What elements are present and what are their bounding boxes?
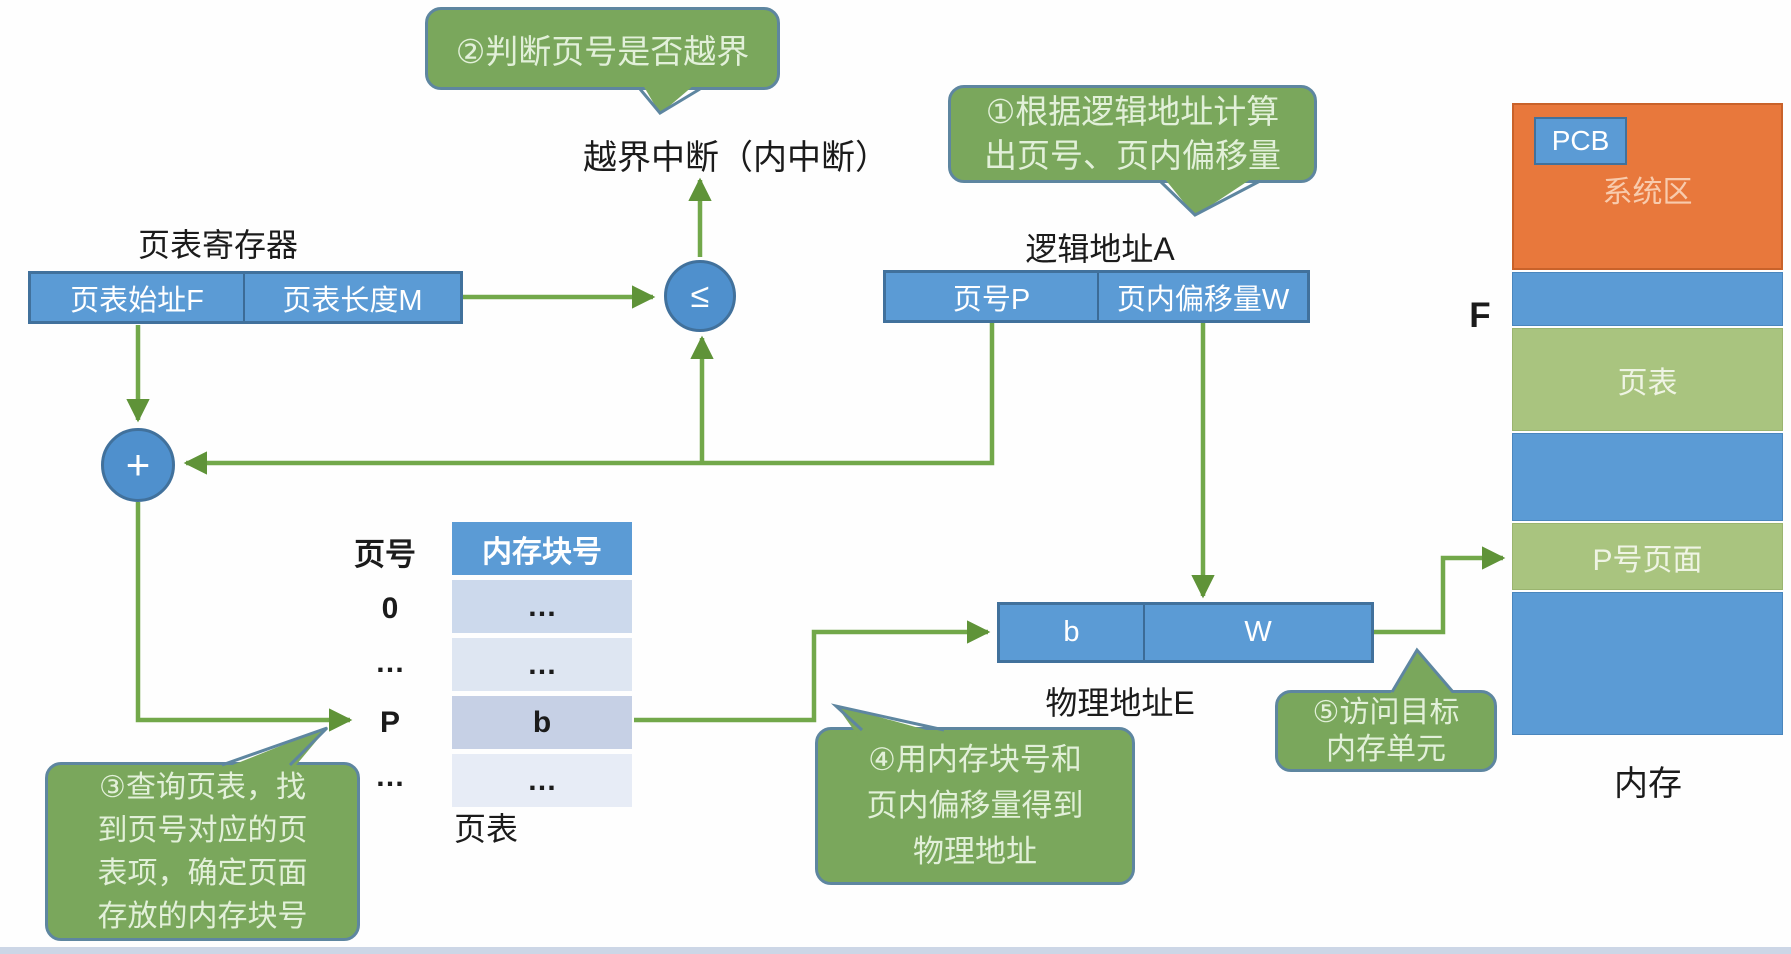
bottom-strip [0, 947, 1791, 954]
logical-address-box: 页号P 页内偏移量W [883, 270, 1310, 323]
callout-step3-line1: ③查询页表，找 [99, 770, 306, 804]
callout-step5-line1: ⑤访问目标 [1312, 696, 1460, 729]
page-table-block-cell: … [452, 580, 632, 633]
memory-block [1512, 592, 1783, 735]
callout-step4-line2: 页内偏移量得到 [866, 788, 1084, 823]
system-area-label: 系统区 [1602, 176, 1693, 209]
page-table-col-header: 内存块号 [452, 522, 632, 575]
comparator-circle: ≤ [664, 260, 736, 332]
callout-step5: ⑤访问目标 内存单元 [1275, 690, 1497, 772]
callout-step4-line3: 物理地址 [913, 834, 1037, 869]
page-table-start-cell: 页表始址F [70, 284, 204, 317]
memory-page-frame-block: P号页面 [1512, 523, 1783, 590]
callout-step4-line1: ④用内存块号和 [868, 742, 1082, 777]
callout-step1: ①根据逻辑地址计算 出页号、页内偏移量 [948, 85, 1317, 183]
logical-page-cell: 页号P [952, 283, 1031, 316]
adder-circle: + [101, 428, 175, 502]
pcb-box: PCB [1534, 117, 1627, 165]
page-number-dots: … [375, 760, 405, 793]
memory-block [1512, 433, 1783, 521]
page-table-register-title: 页表寄存器 [137, 227, 298, 263]
page-table-block-cell: b [452, 696, 632, 749]
physical-offset-cell: W [1143, 605, 1371, 660]
memory-system-area: PCB 系统区 [1512, 103, 1783, 270]
callout-step1-line2: 出页号、页内偏移量 [984, 137, 1281, 174]
callout-step3-line2: 到页号对应的页 [97, 813, 308, 847]
callout-step1-line1: ①根据逻辑地址计算 [985, 93, 1280, 130]
callout-step2-text: ②判断页号是否越界 [455, 32, 750, 70]
page-table: 内存块号 … … b … [452, 522, 632, 807]
interrupt-label: 越界中断（内中断） [583, 139, 889, 177]
f-marker-label: F [1469, 296, 1491, 335]
page-number-dots: … [375, 646, 405, 679]
callout-step3-line3: 表项，确定页面 [97, 856, 308, 890]
callout-step2: ②判断页号是否越界 [425, 7, 780, 90]
page-table-register-box: 页表始址F 页表长度M [28, 271, 463, 324]
physical-block-cell: b [1063, 616, 1080, 648]
page-table-length-cell: 页表长度M [243, 274, 460, 321]
logical-address-title: 逻辑地址A [1025, 231, 1175, 267]
memory-caption: 内存 [1614, 765, 1682, 803]
callout-step3: ③查询页表，找 到页号对应的页 表项，确定页面 存放的内存块号 [45, 762, 360, 941]
adder-symbol: + [125, 441, 151, 488]
memory-page-table-block: 页表 [1512, 328, 1783, 431]
comparator-symbol: ≤ [690, 276, 710, 315]
page-table-block-cell: … [452, 638, 632, 691]
memory-column: PCB 系统区 页表 P号页面 [1512, 103, 1783, 735]
memory-block [1512, 272, 1783, 326]
page-table-row-header: 页号 [354, 537, 416, 572]
callout-step5-line2: 内存单元 [1326, 733, 1446, 766]
logical-offset-cell: 页内偏移量W [1097, 273, 1307, 320]
page-number-p: P [379, 706, 400, 739]
physical-address-title: 物理地址E [1045, 685, 1195, 721]
callout-step3-line4: 存放的内存块号 [97, 899, 308, 933]
page-table-block-cell: … [452, 754, 632, 807]
callout-step4: ④用内存块号和 页内偏移量得到 物理地址 [815, 727, 1135, 885]
page-number-0: 0 [381, 592, 399, 625]
page-table-caption: 页表 [453, 811, 518, 847]
physical-address-box: b W [997, 602, 1374, 663]
